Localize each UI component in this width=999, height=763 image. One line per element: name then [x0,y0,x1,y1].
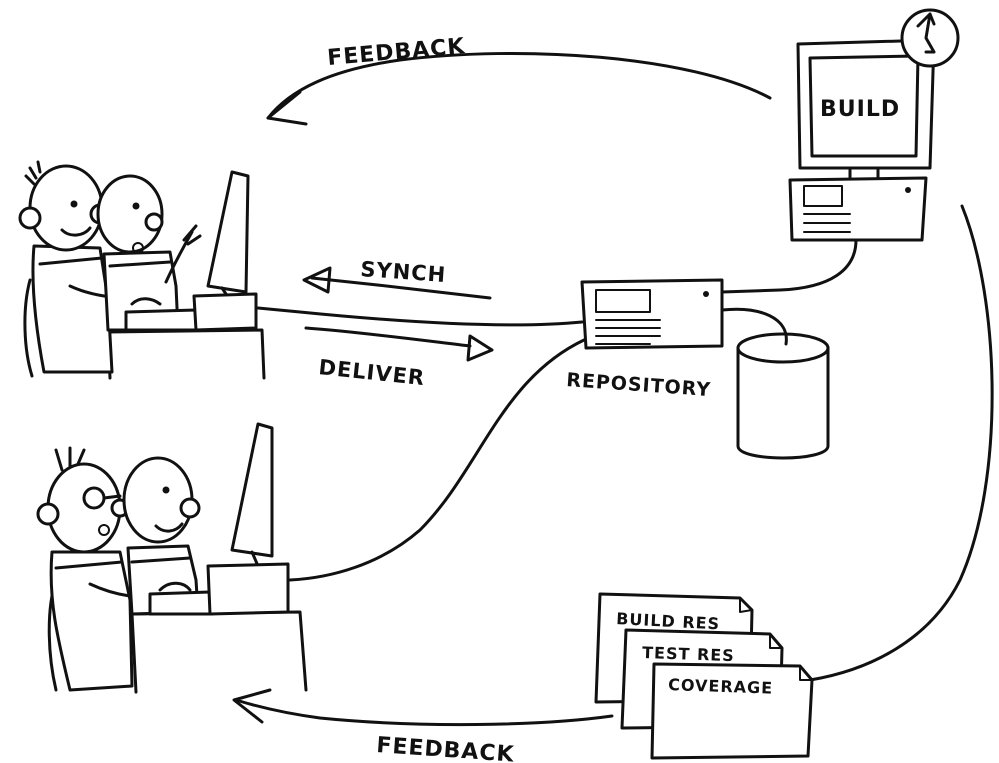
developer-1-eye [70,200,78,208]
repository-case-slot [595,289,651,313]
feedback-top-label: FEEDBACK [326,34,466,71]
monitor-top [206,170,250,294]
build-label: BUILD [820,97,900,122]
repository-to-team-top-cable [256,306,584,327]
desk-bottom [130,610,308,694]
clock-hands [916,12,936,54]
developer-1-ear [18,206,42,230]
monitor-top-base [192,292,258,332]
database-icon [736,332,830,460]
glasses-bridge [102,494,122,500]
build-to-reports-arc [808,204,994,682]
repository-to-team-bottom-cable [288,338,586,582]
chair-top [23,278,34,378]
developer-2-head [96,174,164,254]
deliver-arrowhead [466,334,494,362]
keyboard-top [124,308,198,332]
developer-hands-bottom [158,581,192,592]
repository-case [580,278,724,350]
developer-4-nose [179,497,201,519]
repository-label: REPOSITORY [566,369,712,401]
developer-1-collar [38,256,104,266]
coverage-doc [650,662,814,760]
developer-2-nose [144,212,164,232]
developer-3-hair [54,446,86,472]
monitor-bottom-base [206,562,290,616]
developer-2-mouth [132,242,144,254]
glasses-icon [82,486,106,510]
report-stack: BUILD RES TEST RES COVERAGE [594,592,814,760]
feedback-top-arc [266,51,772,120]
developer-4-eye [162,486,170,494]
developer-2-eye [132,202,140,210]
developer-2-collar [108,260,172,268]
repository-power-led [703,291,709,297]
developer-2-hand [182,224,202,246]
feedback-top-arrowhead [266,90,308,126]
developer-4-mouth [154,522,184,533]
repository-server [580,278,724,350]
monitor-bottom [230,422,274,558]
build-results-doc-fold [739,597,753,613]
build-to-repository-cable [720,238,858,294]
synch-arrowhead [302,266,332,294]
developer-3-mouth [98,524,110,536]
coverage-doc-fold [799,665,813,681]
developer-team-top [18,160,266,380]
build-server: BUILD [788,8,960,242]
developer-2-arm [164,230,194,284]
developer-1-mouth [60,226,92,237]
developer-1-body [31,244,114,374]
developer-3-body [49,550,134,692]
build-case-slot [803,185,843,207]
developer-3-head [46,462,122,554]
developer-1-hair [24,160,42,186]
synch-arrow-line [310,276,492,300]
deliver-label: DELIVER [317,355,426,390]
feedback-bottom-label: FEEDBACK [376,733,516,763]
desk-top [106,328,266,380]
clock-icon [900,8,960,68]
feedback-bottom-arc [234,698,614,727]
developer-team-bottom [36,422,308,694]
test-results-label: TEST RES [642,643,735,665]
developer-3-collar [54,560,124,570]
keyboard-bottom [148,590,214,616]
build-case-vents [803,213,851,233]
synch-label: SYNCH [360,257,447,287]
developer-hands-top [130,297,162,306]
test-results-doc-fold [769,633,783,649]
feedback-bottom-arrowhead [232,688,272,724]
build-monitor-screen [808,54,920,158]
developer-3-ear [36,502,60,526]
deliver-arrow-line [304,326,472,348]
build-computer-case [788,176,928,242]
developer-1-head [28,164,104,252]
developer-4-collar [130,556,192,564]
repository-to-database-cable [720,307,788,346]
repository-case-vents [595,319,661,345]
build-power-led [905,187,911,193]
coverage-label: COVERAGE [668,675,774,698]
